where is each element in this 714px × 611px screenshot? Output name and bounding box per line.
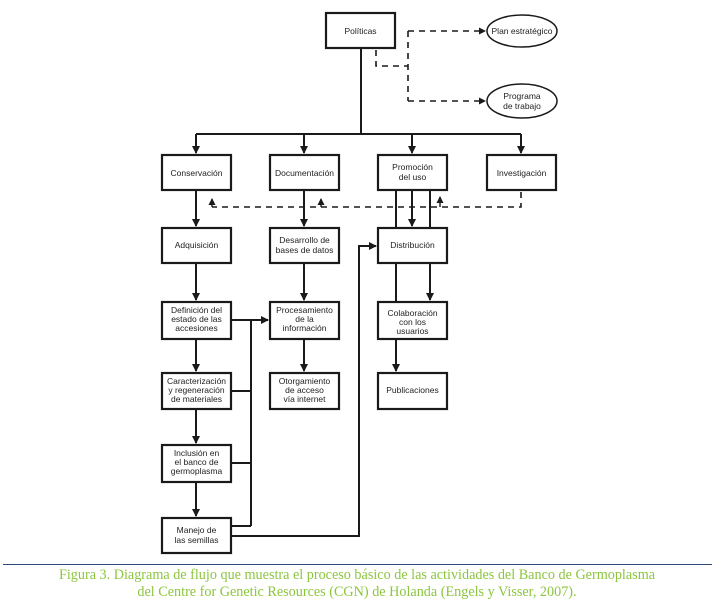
svg-text:las semillas: las semillas	[175, 535, 219, 545]
svg-text:Manejo de: Manejo de	[177, 525, 217, 535]
svg-text:Publicaciones: Publicaciones	[386, 385, 438, 395]
node-conservacion: Conservación	[160, 153, 233, 192]
node-investigacion: Investigación	[485, 153, 558, 192]
svg-text:Programa: Programa	[503, 91, 541, 101]
edge-investigacion-feedback	[212, 192, 522, 208]
node-manejo-semillas: Manejo de las semillas	[160, 516, 233, 555]
svg-text:vía internet: vía internet	[283, 394, 326, 404]
dashed-connectors	[208, 27, 522, 208]
svg-text:Adquisición: Adquisición	[175, 240, 219, 250]
svg-text:y regeneración: y regeneración	[168, 385, 225, 395]
figure-caption: Figura 3. Diagrama de flujo que muestra …	[0, 567, 714, 601]
svg-text:Definición del: Definición del	[171, 305, 222, 315]
edge-politicas-dash-down	[375, 50, 408, 67]
svg-text:información: información	[283, 323, 327, 333]
node-promocion-del-uso: Promoción del uso	[376, 153, 449, 192]
node-caracterizacion: Caracterización y regeneración de materi…	[160, 371, 233, 411]
caption-divider	[3, 564, 712, 565]
node-publicaciones: Publicaciones	[376, 371, 449, 411]
svg-text:Distribución: Distribución	[390, 240, 435, 250]
svg-text:usuarios: usuarios	[396, 326, 428, 336]
svg-text:del uso: del uso	[399, 172, 427, 182]
node-inclusion: Inclusión en el banco de germoplasma	[160, 443, 233, 484]
svg-text:Otorgamiento: Otorgamiento	[279, 376, 331, 386]
svg-text:Caracterización: Caracterización	[167, 376, 226, 386]
svg-text:Plan estratégico: Plan estratégico	[492, 26, 553, 36]
node-procesamiento: Procesamiento de la información	[268, 300, 341, 341]
svg-text:el banco de: el banco de	[175, 457, 219, 467]
node-documentacion: Documentación	[268, 153, 341, 192]
caption-line-1: Figura 3. Diagrama de flujo que muestra …	[58, 567, 656, 583]
flowchart: Políticas Plan estratégico Programa de t…	[160, 11, 558, 555]
svg-text:Promoción: Promoción	[392, 162, 433, 172]
solid-connectors	[192, 48, 525, 537]
svg-text:Procesamiento: Procesamiento	[276, 305, 333, 315]
svg-text:de materiales: de materiales	[171, 394, 222, 404]
svg-text:accesiones: accesiones	[175, 323, 218, 333]
svg-text:con los: con los	[399, 317, 426, 327]
svg-text:bases de datos: bases de datos	[276, 245, 334, 255]
svg-text:Inclusión en: Inclusión en	[174, 448, 220, 458]
svg-text:estado de las: estado de las	[171, 314, 222, 324]
svg-text:de la: de la	[295, 314, 314, 324]
node-definicion-estado: Definición del estado de las accesiones	[160, 300, 233, 341]
svg-text:de acceso: de acceso	[285, 385, 324, 395]
svg-text:Desarrollo de: Desarrollo de	[279, 235, 330, 245]
node-politicas: Políticas	[324, 11, 397, 50]
svg-text:de trabajo: de trabajo	[503, 101, 541, 111]
node-colaboracion: Colaboración con los usuarios	[376, 300, 449, 341]
svg-text:Investigación: Investigación	[497, 168, 547, 178]
edge-manejo-distribucion	[231, 242, 377, 537]
caption-line-2: del Centre for Genetic Resources (CGN) d…	[137, 584, 577, 600]
svg-text:Documentación: Documentación	[275, 168, 334, 178]
svg-text:Colaboración: Colaboración	[387, 308, 437, 318]
node-plan-estrategico: Plan estratégico	[486, 14, 558, 48]
node-adquisicion: Adquisición	[160, 226, 233, 265]
node-desarrollo-bases-datos: Desarrollo de bases de datos	[268, 226, 341, 265]
svg-text:Conservación: Conservación	[171, 168, 223, 178]
svg-text:Políticas: Políticas	[344, 26, 376, 36]
node-programa-trabajo: Programa de trabajo	[486, 83, 558, 119]
svg-text:germoplasma: germoplasma	[171, 466, 223, 476]
node-distribucion: Distribución	[376, 226, 449, 265]
node-otorgamiento: Otorgamiento de acceso vía internet	[268, 371, 341, 411]
